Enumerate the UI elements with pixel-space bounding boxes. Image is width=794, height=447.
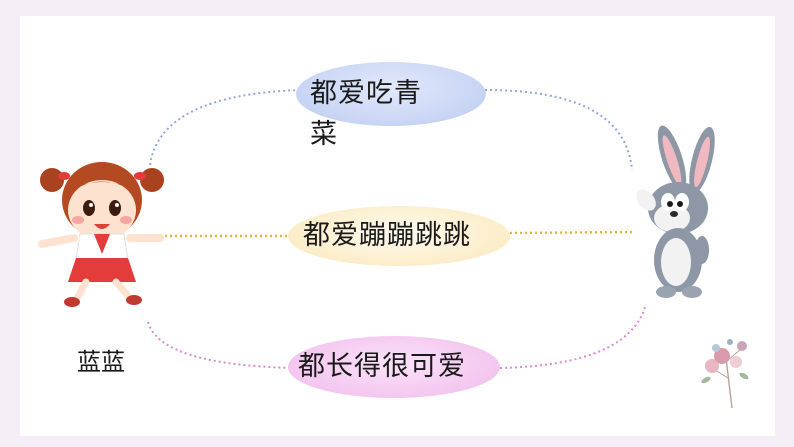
bubble-bottom-text: 都长得很可爱 [298, 350, 466, 384]
bubble-top-text-line1: 都爱吃青 [310, 77, 422, 111]
flower-decoration [692, 318, 758, 410]
bubble-top-text-line2: 菜 [310, 118, 338, 152]
bottom-connector-line-right [500, 304, 646, 368]
top-connector-line [150, 90, 300, 165]
top-connector-line-right [485, 90, 632, 170]
girl-illustration [36, 150, 168, 310]
middle-connector-line-right [510, 232, 632, 233]
bottom-connector-line-left [148, 322, 295, 368]
girl-name-label: 蓝蓝 [77, 342, 125, 377]
bubble-middle-text: 都爱蹦蹦跳跳 [303, 219, 471, 253]
bunny-illustration [620, 120, 730, 302]
